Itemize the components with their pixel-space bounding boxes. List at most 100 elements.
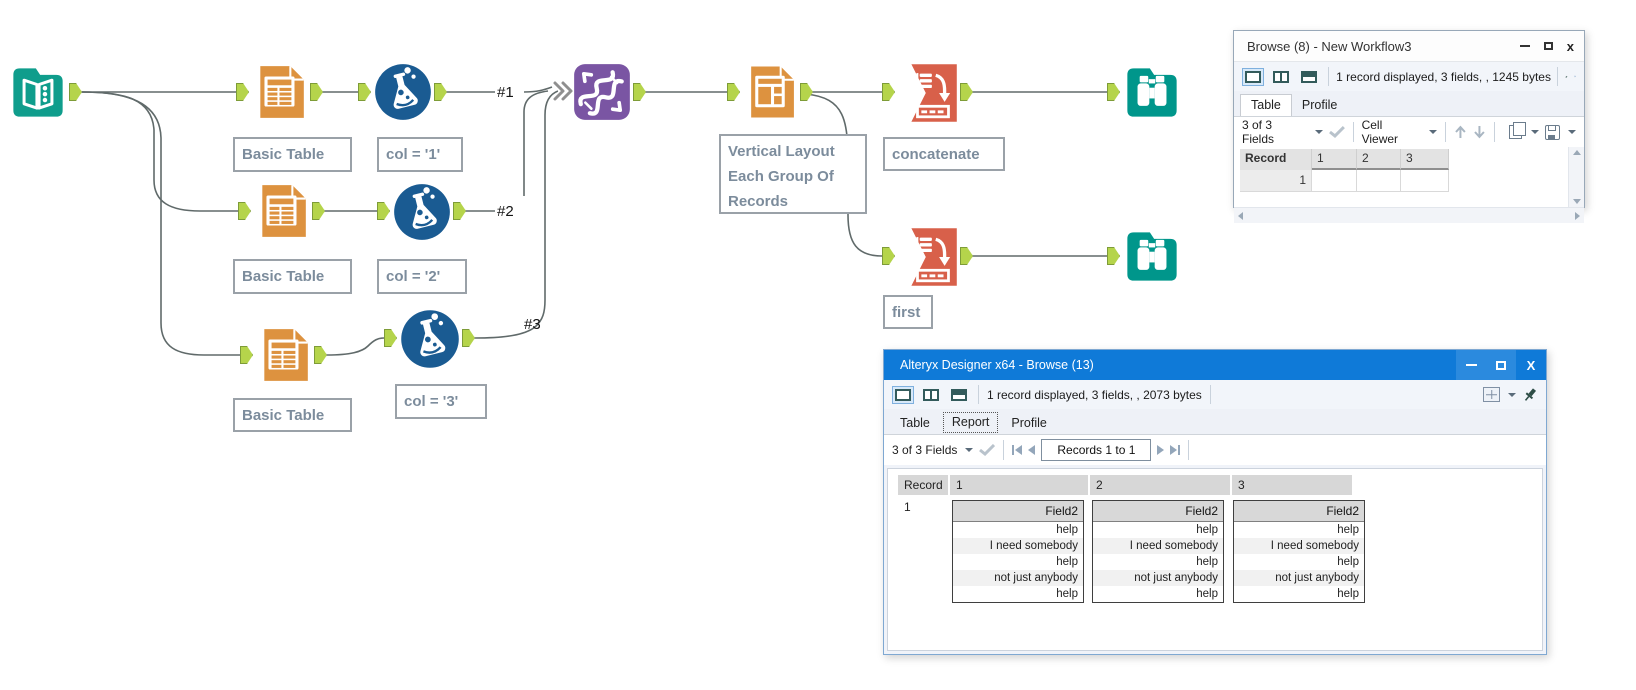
scroll-right-icon[interactable] [1575,211,1580,220]
data-cell[interactable] [1357,170,1401,192]
browse-tool-1[interactable] [1122,62,1182,122]
chevron-down-icon[interactable] [1531,130,1540,134]
input-anchor-concatenate[interactable] [882,83,895,101]
chevron-down-icon[interactable] [1568,130,1576,134]
union-tool[interactable] [572,62,632,122]
scroll-left-icon[interactable] [1238,211,1243,220]
cell-viewer-dropdown[interactable]: Cell Viewer [1361,118,1399,146]
layout-horizontal-split-button[interactable] [948,386,970,404]
layout-single-pane-button[interactable] [1242,67,1264,86]
data-cell[interactable] [1401,170,1449,192]
arrow-down-icon[interactable] [1473,125,1486,139]
layout-vertical-split-button[interactable] [920,386,942,404]
records-range-box[interactable]: Records 1 to 1 [1041,439,1152,461]
pin-icon[interactable] [1565,69,1568,85]
column-header-1[interactable]: 1 [1312,149,1357,170]
output-anchor-concatenate[interactable] [960,83,973,101]
arrow-up-icon[interactable] [1454,125,1467,139]
tab-profile[interactable]: Profile [1011,416,1047,430]
report-column-header-2[interactable]: 2 [1090,475,1230,495]
caption-col-2[interactable]: col = '2' [377,259,467,294]
output-anchor-vertical-layout[interactable] [800,83,813,101]
chevron-down-icon[interactable] [965,448,974,452]
caption-vertical-layout[interactable]: Vertical Layout Each Group Of Records [719,134,867,214]
formula-tool-3[interactable] [399,308,461,370]
column-header-record[interactable]: Record [1240,149,1312,170]
summarize-tool-concatenate[interactable] [897,62,959,124]
output-anchor-first[interactable] [960,247,973,265]
input-anchor-formula-3[interactable] [384,329,397,347]
output-anchor-formula-3[interactable] [462,329,475,347]
scroll-up-icon[interactable] [1572,150,1581,155]
tab-profile[interactable]: Profile [1301,98,1338,112]
pin-icon[interactable] [1522,387,1538,403]
text-input-tool[interactable] [8,62,68,122]
tab-table[interactable]: Table [1240,94,1292,116]
tab-table[interactable]: Table [900,416,930,430]
browse13-titlebar[interactable]: Alteryx Designer x64 - Browse (13) X [884,350,1546,380]
maximize-button[interactable] [1486,350,1516,380]
chevron-down-icon[interactable] [1429,130,1438,134]
caption-concatenate[interactable]: concatenate [883,137,1005,171]
output-anchor-formula-1[interactable] [434,83,447,101]
output-anchor-text-input[interactable] [69,83,82,101]
previous-record-button[interactable] [1028,445,1036,455]
formula-tool-1[interactable] [373,62,433,122]
column-header-2[interactable]: 2 [1357,149,1401,170]
caption-basic-table-1[interactable]: Basic Table [233,137,352,172]
output-anchor-basic-table-1[interactable] [310,83,323,101]
input-anchor-vertical-layout[interactable] [727,83,740,101]
input-anchor-browse-1[interactable] [1107,83,1120,101]
input-anchor-basic-table-1[interactable] [236,83,249,101]
report-column-header-record[interactable]: Record [898,475,948,495]
copy-icon[interactable] [1509,121,1526,139]
input-anchor-formula-1[interactable] [358,83,371,101]
browse-tool-2[interactable] [1122,226,1182,286]
horizontal-scrollbar[interactable] [1234,207,1584,223]
output-anchor-formula-2[interactable] [453,202,466,220]
fields-dropdown[interactable]: 3 of 3 Fields [892,443,958,457]
chevron-more-icon[interactable] [1574,71,1576,82]
first-record-button[interactable] [1012,445,1023,455]
caption-basic-table-2[interactable]: Basic Table [233,259,352,294]
chevron-down-icon[interactable] [1314,130,1323,134]
input-anchor-basic-table-3[interactable] [240,346,253,364]
tab-report[interactable]: Report [942,412,999,433]
new-window-icon[interactable] [1483,387,1500,402]
input-anchor-formula-2[interactable] [377,202,390,220]
layout-vertical-split-button[interactable] [1270,68,1292,86]
report-column-header-1[interactable]: 1 [950,475,1088,495]
maximize-icon[interactable] [1543,42,1553,50]
fields-dropdown[interactable]: 3 of 3 Fields [1242,118,1275,146]
basic-table-tool-2[interactable] [253,182,311,240]
basic-table-tool-3[interactable] [255,326,313,384]
save-icon[interactable] [1545,124,1560,140]
column-header-3[interactable]: 3 [1401,149,1449,170]
vertical-layout-tool[interactable] [742,62,799,122]
data-cell[interactable] [1312,170,1357,192]
scroll-down-icon[interactable] [1572,199,1581,204]
apply-check-icon[interactable] [1328,126,1345,138]
vertical-scrollbar[interactable] [1568,147,1584,207]
formula-tool-2[interactable] [392,182,452,242]
caption-first[interactable]: first [883,295,933,329]
input-anchor-first[interactable] [882,247,895,265]
input-anchor-browse-2[interactable] [1107,247,1120,265]
browse8-titlebar[interactable]: Browse (8) - New Workflow3 x [1234,31,1584,62]
output-anchor-basic-table-3[interactable] [314,346,327,364]
minimize-icon[interactable] [1519,45,1530,47]
caption-basic-table-3[interactable]: Basic Table [233,398,352,432]
chevron-down-icon[interactable] [1508,392,1516,397]
layout-horizontal-split-button[interactable] [1298,68,1320,86]
summarize-tool-first[interactable] [897,226,959,288]
caption-col-1[interactable]: col = '1' [377,137,463,172]
next-record-button[interactable] [1157,445,1165,455]
basic-table-tool-1[interactable] [251,63,309,121]
output-anchor-union[interactable] [633,83,646,101]
apply-check-icon[interactable] [979,444,996,456]
input-anchor-basic-table-2[interactable] [238,202,251,220]
layout-single-pane-button[interactable] [892,385,914,404]
last-record-button[interactable] [1170,445,1181,455]
report-column-header-3[interactable]: 3 [1232,475,1352,495]
close-button[interactable]: X [1526,357,1536,373]
